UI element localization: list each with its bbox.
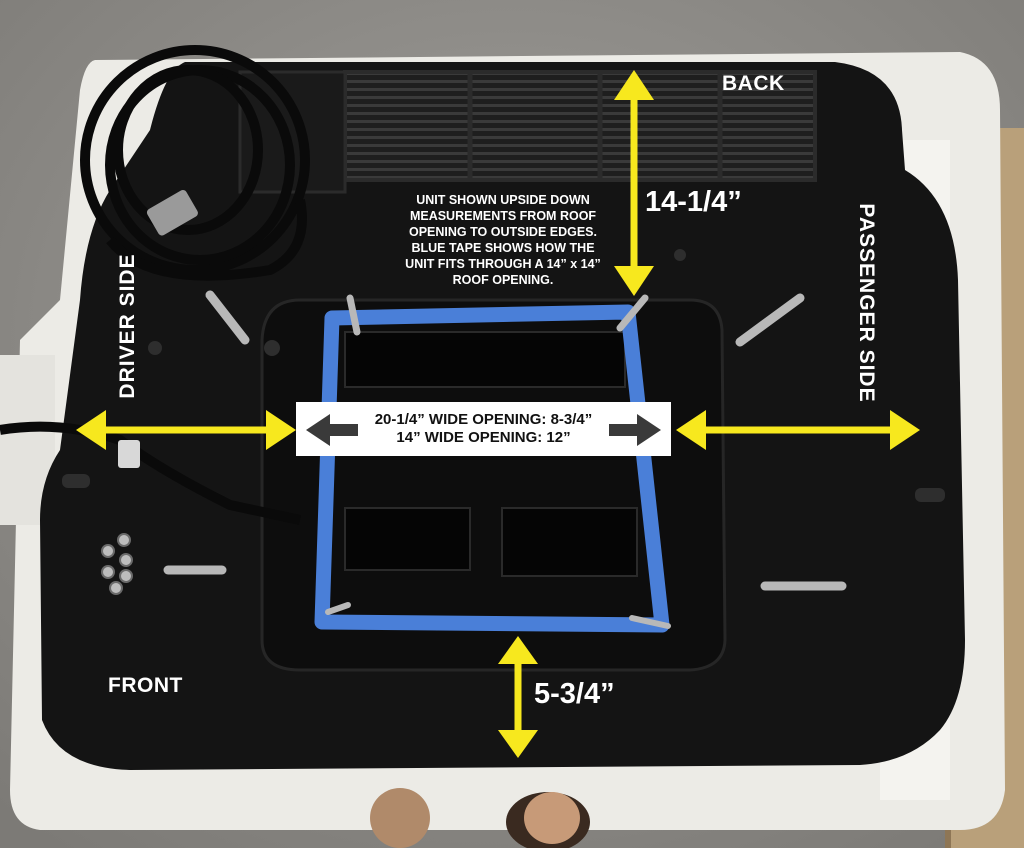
- note-line: OPENING TO OUTSIDE EDGES.: [409, 225, 597, 239]
- center-platform: [260, 298, 727, 672]
- loose-nuts: [101, 533, 133, 595]
- measurement-arrows: [76, 70, 920, 758]
- upper-opening: [344, 331, 626, 388]
- measurement-back-depth: 14-1/4”: [645, 186, 742, 218]
- wire-harness: [0, 45, 310, 525]
- label-front: FRONT: [108, 674, 183, 697]
- lower-opening-right: [501, 507, 638, 577]
- label-driver-side: DRIVER SIDE: [116, 253, 139, 399]
- note-line: BLUE TAPE SHOWS HOW THE: [411, 241, 595, 255]
- label-back: BACK: [722, 72, 785, 95]
- measurement-front-depth: 5-3/4”: [534, 678, 615, 710]
- foot-right: [524, 792, 580, 844]
- wire-connector: [146, 189, 198, 236]
- installation-note: UNIT SHOWN UPSIDE DOWN MEASUREMENTS FROM…: [358, 192, 648, 288]
- callout-arrows: [306, 414, 661, 446]
- callout-arrow-right: [609, 414, 661, 446]
- callout-arrow-left: [306, 414, 358, 446]
- callout-line-1: 20-1/4” WIDE OPENING: 8-3/4”: [374, 411, 593, 428]
- mounting-holes: [62, 249, 945, 502]
- note-line: ROOF OPENING.: [452, 273, 554, 287]
- label-passenger-side: PASSENGER SIDE: [855, 203, 878, 403]
- callout-line-2: 14” WIDE OPENING: 12”: [396, 429, 571, 446]
- lower-opening-left: [344, 507, 471, 571]
- note-line: UNIT SHOWN UPSIDE DOWN: [416, 193, 590, 207]
- mounting-bolts: [163, 290, 847, 629]
- width-callout-box: 20-1/4” WIDE OPENING: 8-3/4” 14” WIDE OP…: [296, 402, 671, 456]
- note-line: MEASUREMENTS FROM ROOF: [409, 209, 597, 223]
- note-line: UNIT FITS THROUGH A 14” x 14”: [405, 257, 601, 271]
- wire-connector-2: [118, 440, 140, 468]
- foot-left: [370, 788, 430, 848]
